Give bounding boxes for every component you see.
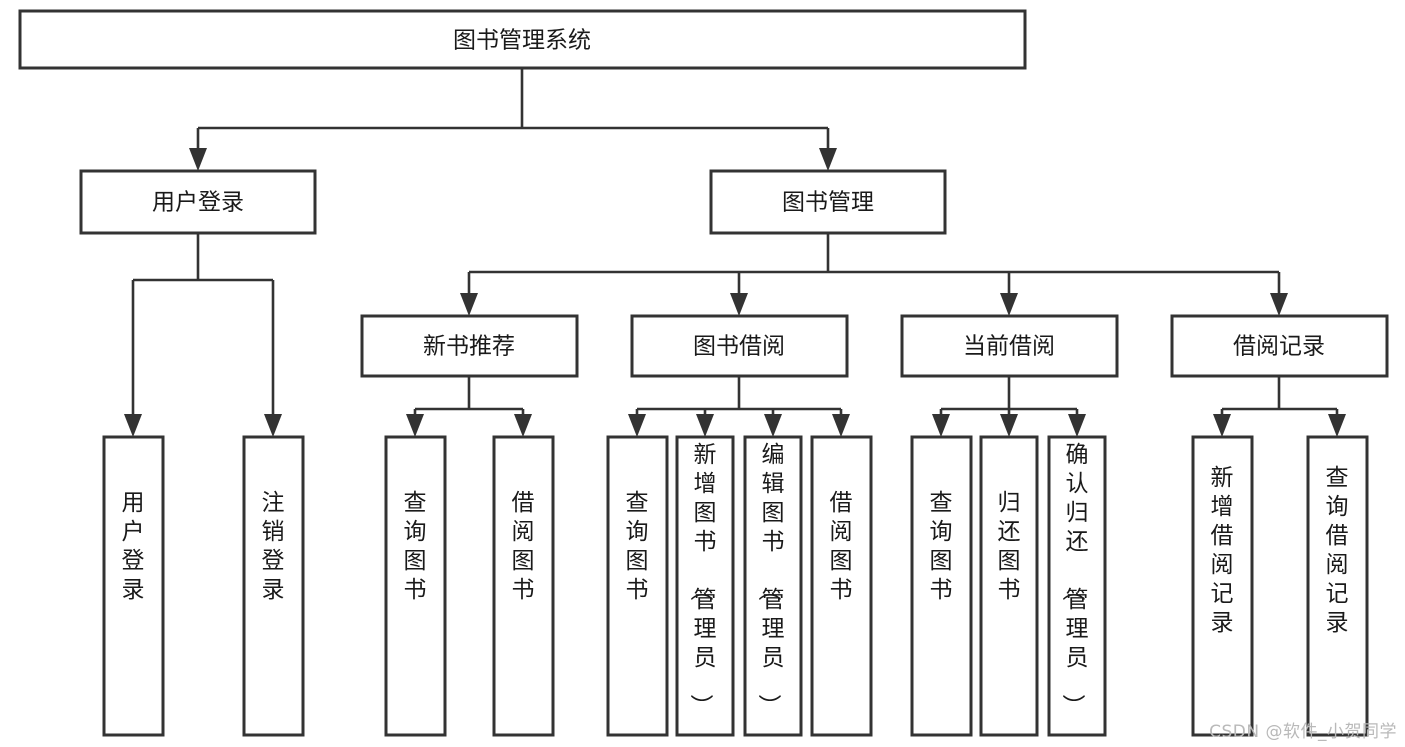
arrow-head-book-manage (819, 148, 837, 171)
node-leaf-borrow-book-1-label: 借阅图书 (512, 490, 535, 603)
node-leaf-borrow-book-1-box[interactable] (492, 435, 555, 737)
node-leaf-logout-login-label: 注销登录 (262, 490, 285, 603)
node-leaf-query-record-label: 查询借阅记录 (1326, 465, 1349, 636)
node-leaf-query-book-1[interactable]: 查询图书 (384, 435, 447, 737)
arrow-head-new-book-recommend (460, 293, 478, 316)
arrow-head-leaf-query-record (1328, 414, 1346, 437)
arrow-head-leaf-borrow-book-1 (514, 414, 532, 437)
node-leaf-confirm-return-box[interactable] (1047, 435, 1107, 737)
node-leaf-query-book-3-label: 查询图书 (930, 490, 953, 603)
node-leaf-user-login-label: 用户登录 (122, 490, 145, 603)
node-book-manage-box[interactable] (709, 169, 947, 235)
node-leaf-return-book[interactable]: 归还图书 (979, 435, 1039, 737)
arrow-head-leaf-return-book (1000, 414, 1018, 437)
node-leaf-borrow-book-1[interactable]: 借阅图书 (492, 435, 555, 737)
node-book-manage[interactable]: 图书管理 (709, 169, 947, 235)
node-leaf-edit-book[interactable]: 编辑图书（管理员） (743, 435, 803, 737)
node-leaf-edit-book-label: 编辑图书（管理员） (756, 442, 785, 717)
arrow-head-leaf-add-record (1213, 414, 1231, 437)
node-book-borrow-box[interactable] (630, 314, 849, 378)
node-root-label: 图书管理系统 (453, 28, 591, 54)
node-borrow-record-box[interactable] (1170, 314, 1389, 378)
node-leaf-add-book-label: 新增图书（管理员） (688, 442, 717, 717)
node-user-login-box[interactable] (79, 169, 317, 235)
node-leaf-return-book-label: 归还图书 (998, 490, 1021, 603)
node-leaf-borrow-book-2[interactable]: 借阅图书 (810, 435, 873, 737)
node-user-login-label: 用户登录 (152, 190, 244, 216)
arrow-head-leaf-borrow-book-2 (832, 414, 850, 437)
node-leaf-edit-book-box[interactable] (743, 435, 803, 737)
node-leaf-logout-login-box[interactable] (242, 435, 305, 737)
node-leaf-confirm-return[interactable]: 确认归还（管理员） (1047, 435, 1107, 737)
node-book-borrow-label: 图书借阅 (693, 334, 785, 360)
arrow-head-leaf-edit-book (764, 414, 782, 437)
node-leaf-user-login-box[interactable] (102, 435, 165, 737)
csdn-watermark: CSDN @软件_小贺同学 (1209, 722, 1397, 742)
node-leaf-add-record-box[interactable] (1191, 435, 1254, 737)
node-leaf-user-login[interactable]: 用户登录 (102, 435, 165, 737)
arrow-head-leaf-query-book-2 (628, 414, 646, 437)
node-leaf-return-book-box[interactable] (979, 435, 1039, 737)
node-leaf-query-book-2-label: 查询图书 (626, 490, 649, 603)
node-root-box[interactable] (18, 9, 1027, 70)
node-leaf-query-book-1-label: 查询图书 (404, 490, 427, 603)
node-current-borrow-box[interactable] (900, 314, 1119, 378)
node-leaf-borrow-book-2-label: 借阅图书 (830, 490, 853, 603)
node-new-book-recommend[interactable]: 新书推荐 (360, 314, 579, 378)
node-leaf-borrow-book-2-box[interactable] (810, 435, 873, 737)
arrow-head-leaf-logout-login (264, 414, 282, 437)
arrow-head-leaf-user-login (124, 414, 142, 437)
node-borrow-record-label: 借阅记录 (1233, 334, 1325, 360)
node-user-login[interactable]: 用户登录 (79, 169, 317, 235)
node-leaf-query-book-2-box[interactable] (606, 435, 669, 737)
arrow-head-leaf-query-book-3 (932, 414, 950, 437)
arrow-head-book-borrow (730, 293, 748, 316)
node-leaf-add-record[interactable]: 新增借阅记录 (1191, 435, 1254, 737)
node-leaf-add-record-label: 新增借阅记录 (1211, 465, 1234, 636)
node-leaf-query-record[interactable]: 查询借阅记录 (1306, 435, 1369, 737)
arrow-head-leaf-add-book (696, 414, 714, 437)
node-new-book-recommend-label: 新书推荐 (423, 334, 515, 360)
node-borrow-record[interactable]: 借阅记录 (1170, 314, 1389, 378)
node-book-borrow[interactable]: 图书借阅 (630, 314, 849, 378)
node-leaf-query-book-2[interactable]: 查询图书 (606, 435, 669, 737)
node-leaf-logout-login[interactable]: 注销登录 (242, 435, 305, 737)
node-leaf-query-record-box[interactable] (1306, 435, 1369, 737)
arrow-head-user-login (189, 148, 207, 171)
arrow-head-current-borrow (1000, 293, 1018, 316)
node-leaf-query-book-3-box[interactable] (910, 435, 973, 737)
node-leaf-confirm-return-label: 确认归还（管理员） (1060, 442, 1089, 717)
node-leaf-add-book[interactable]: 新增图书（管理员） (675, 435, 735, 737)
node-root[interactable]: 图书管理系统 (18, 9, 1027, 70)
arrow-head-leaf-confirm-return (1068, 414, 1086, 437)
node-book-manage-label: 图书管理 (782, 190, 874, 216)
connector-layer (124, 68, 1346, 437)
arrow-head-leaf-query-book-1 (406, 414, 424, 437)
node-leaf-query-book-1-box[interactable] (384, 435, 447, 737)
node-current-borrow[interactable]: 当前借阅 (900, 314, 1119, 378)
arrow-head-borrow-record (1270, 293, 1288, 316)
node-new-book-recommend-box[interactable] (360, 314, 579, 378)
node-leaf-add-book-box[interactable] (675, 435, 735, 737)
node-leaf-query-book-3[interactable]: 查询图书 (910, 435, 973, 737)
node-current-borrow-label: 当前借阅 (963, 334, 1055, 360)
